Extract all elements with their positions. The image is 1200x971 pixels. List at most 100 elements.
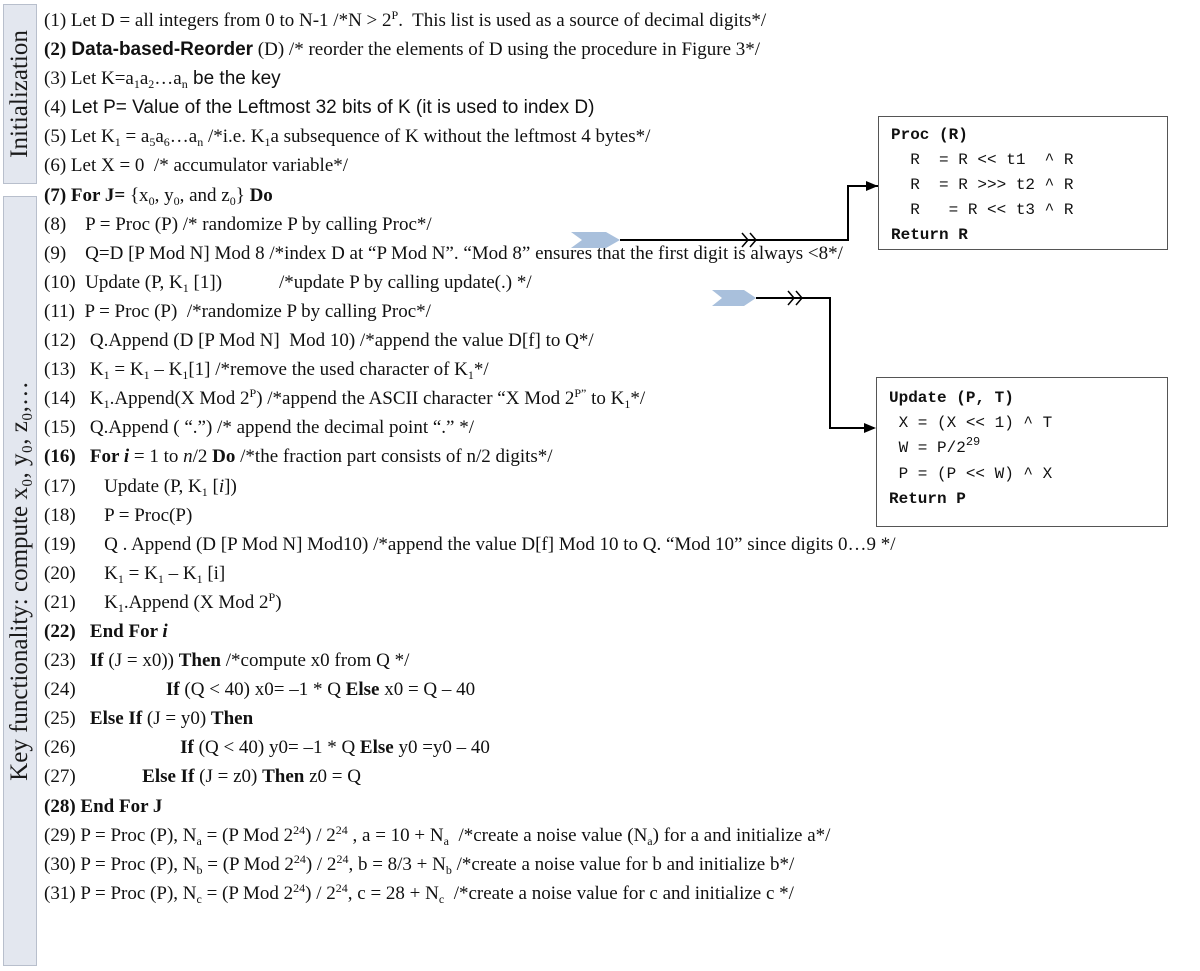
line-text: 6: [163, 135, 170, 150]
line-text: [: [207, 475, 219, 497]
proc-return: Return R: [891, 226, 968, 244]
proc-line-1: R = R << t1 ^ R: [891, 151, 1074, 169]
code-line-4: (4) Let P= Value of the Leftmost 32 bits…: [44, 93, 1196, 122]
line-number: (15): [44, 417, 76, 439]
line-text: If: [89, 650, 104, 672]
line-text: [1]) /*update P by calling update(.) */: [188, 271, 532, 293]
code-line-6: (6) Let X = 0 /* accumulator variable*/: [44, 151, 1196, 180]
line-text: If: [165, 679, 180, 701]
line-number: (9): [44, 242, 67, 264]
line-text: a subsequence of K without the leftmost …: [270, 126, 651, 148]
line-text: = (P Mod 2: [201, 882, 294, 904]
line-text: Q.Append (D [P Mod N] Mod 10) /*append t…: [75, 330, 594, 352]
code-line-11: (11) P = Proc (P) /*randomize P by calli…: [44, 297, 1196, 326]
line-text: 24: [293, 880, 306, 895]
line-text: K: [75, 562, 118, 584]
line-text: 24: [293, 822, 306, 837]
line-text: Else If: [89, 708, 143, 730]
code-line-5: (5) Let K1 = a5a6…an /*i.e. K1a subseque…: [44, 122, 1196, 151]
line-number: (23): [44, 650, 76, 672]
line-text: a: [443, 833, 449, 848]
line-text: 1: [467, 368, 474, 383]
line-text: Then: [262, 766, 305, 788]
code-line-15: (15) Q.Append ( “.”) /* append the decim…: [44, 413, 1196, 442]
line-number: (2): [44, 39, 67, 61]
line-text: c: [196, 891, 202, 906]
line-text: Data-based-Reorder: [66, 39, 254, 61]
line-text: 1: [196, 571, 203, 586]
code-line-13: (13) K1 = K1 – K1[1] /*remove the used c…: [44, 355, 1196, 384]
line-text: ) / 2: [305, 882, 336, 904]
proc-call-chevron: [571, 232, 620, 248]
line-text: (J = x0)): [103, 650, 179, 672]
code-line-16: (16) For i = 1 to n/2 Do /*the fraction …: [44, 442, 1196, 471]
line-text: to K: [586, 388, 625, 410]
line-text: n: [181, 77, 188, 92]
update-call-connector: [756, 297, 874, 429]
code-line-8: (8) P = Proc (P) /* randomize P by calli…: [44, 210, 1196, 239]
code-line-12: (12) Q.Append (D [P Mod N] Mod 10) /*app…: [44, 326, 1196, 355]
line-text: Let P= Value of the Leftmost 32 bits of …: [66, 97, 595, 119]
line-text: 0: [148, 193, 155, 208]
update-title: Update (P, T): [889, 389, 1014, 407]
line-text: 1: [201, 484, 208, 499]
line-text: */: [630, 388, 646, 410]
line-text: }: [235, 184, 250, 206]
line-number: (10): [44, 271, 76, 293]
line-number: (26): [44, 737, 76, 759]
line-text: – K: [149, 359, 183, 381]
line-number: (11): [44, 300, 75, 322]
pseudocode-listing: (1) Let D = all integers from 0 to N-1 /…: [44, 6, 1196, 908]
key-functionality-label-bar: Key functionality: compute x₀, y₀, z₀,…: [3, 196, 37, 966]
line-number: (16): [44, 446, 76, 468]
line-text: K: [75, 359, 104, 381]
line-text: /*create a noise value for c and initial…: [444, 882, 794, 904]
line-text: End For: [75, 620, 163, 642]
line-text: P: [249, 386, 257, 401]
line-text: ]): [224, 475, 237, 497]
line-number: (8): [44, 213, 67, 235]
line-text: = a: [120, 126, 150, 148]
line-number: (3): [44, 68, 67, 90]
proc-arrowhead: [866, 181, 878, 191]
line-text: b: [196, 862, 203, 877]
line-text: 0: [229, 193, 236, 208]
line-text: 24: [293, 851, 306, 866]
line-text: 24: [335, 880, 348, 895]
code-line-29: (29) P = Proc (P), Na = (P Mod 224) / 22…: [44, 821, 1196, 850]
line-text: Let D = all integers from 0 to N-1 /*N >…: [66, 10, 392, 31]
line-text: i: [218, 475, 225, 497]
line-text: ) / 2: [305, 824, 336, 846]
line-number: (6): [44, 155, 67, 177]
code-line-1: (1) Let D = all integers from 0 to N-1 /…: [44, 6, 1196, 35]
code-line-2: (2) Data-based-Reorder (D) /* reorder th…: [44, 35, 1196, 64]
line-text: P = Proc (P), N: [75, 853, 197, 875]
line-text: /2: [192, 446, 213, 468]
line-text: n: [197, 135, 204, 150]
update-line-2: W = P/229: [889, 435, 1155, 462]
line-text: /*create a noise value for b and initial…: [451, 853, 795, 875]
line-text: Update (P, K: [75, 475, 202, 497]
line-text: be the key: [187, 68, 281, 90]
line-text: – K: [163, 562, 197, 584]
line-text: ) /*append the ASCII character “X Mod 2: [256, 388, 575, 410]
line-text: z0 = Q: [304, 766, 361, 788]
line-text: Update (P, K: [75, 271, 183, 293]
code-line-24: (24) If (Q < 40) x0= –1 * Q Else x0 = Q …: [44, 675, 1196, 704]
line-number: (7): [44, 184, 67, 206]
line-text: c: [438, 891, 445, 906]
line-number: (5): [44, 126, 67, 148]
line-text: /*create a noise value (N: [448, 824, 648, 846]
line-text: = 1 to: [129, 446, 184, 468]
line-text: , c = 28 + N: [347, 882, 439, 904]
line-text: 1: [117, 571, 124, 586]
line-text: ) for a and initialize a*/: [652, 824, 831, 846]
line-text: [i]: [202, 562, 226, 584]
line-text: (D) /* reorder the elements of D using t…: [253, 39, 761, 61]
line-text: = K: [109, 359, 144, 381]
line-number: (22): [44, 620, 76, 642]
line-number: (31): [44, 882, 76, 904]
line-text: x0 = Q – 40: [379, 679, 476, 701]
line-text: Else: [359, 737, 394, 759]
line-text: Else: [345, 679, 380, 701]
